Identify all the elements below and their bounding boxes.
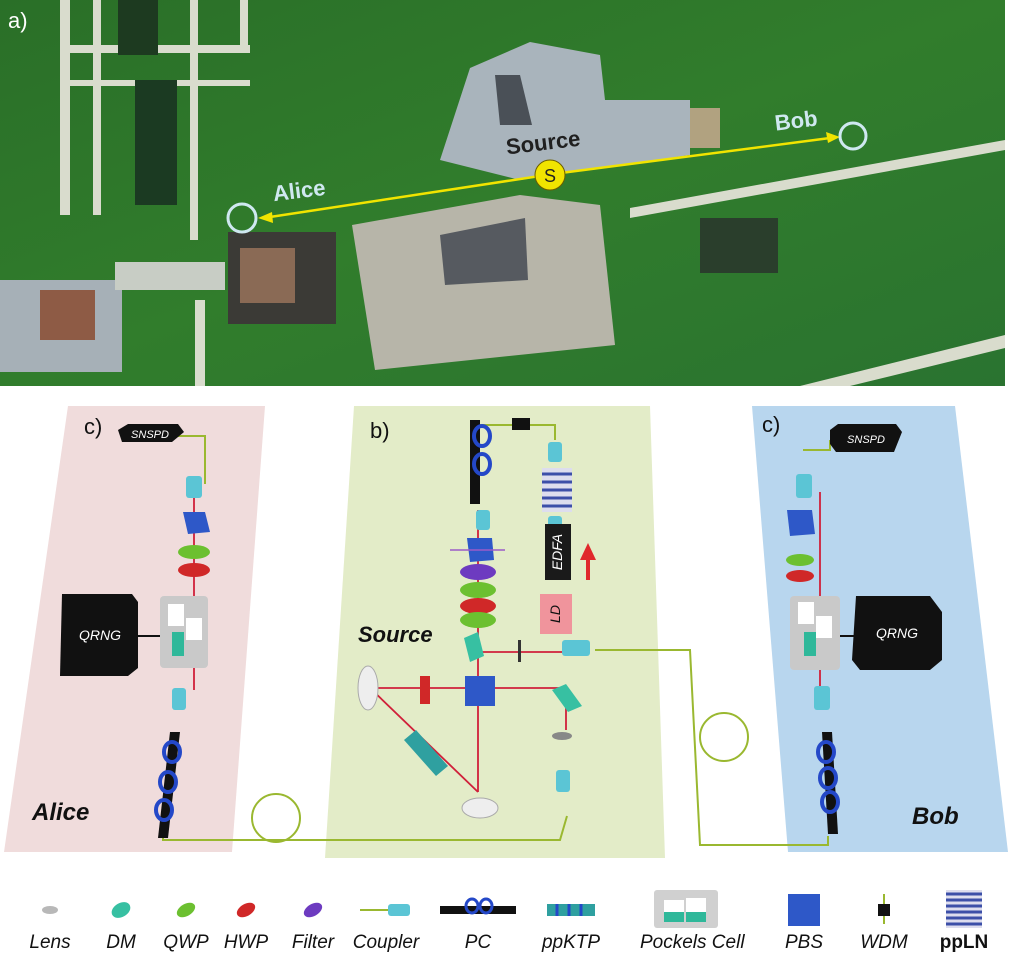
panel-c-left-tag: c) <box>84 414 102 439</box>
source-optics <box>357 418 596 819</box>
source-to-alice-link <box>269 172 554 219</box>
legend-label: HWP <box>223 932 269 953</box>
legend-label: ppLN <box>939 932 989 953</box>
source-location-marker <box>534 159 566 191</box>
panel-c-right-tag: c) <box>762 412 780 437</box>
legend-item: Coupler <box>340 888 432 964</box>
legend-item: ppKTP <box>525 888 617 964</box>
edfa-label: EDFA <box>549 534 565 570</box>
legend-item: QWP <box>140 888 232 964</box>
legend-label: ppKTP <box>541 932 601 953</box>
legend-item: Pockels Cell <box>640 888 745 964</box>
half-wave-plate-icon <box>236 902 256 918</box>
optical-setup: b) c) c) SNSPD SNSPD QRNG QRNG EDFA LD S… <box>4 406 1008 858</box>
legend-item: PC <box>432 888 524 964</box>
pond <box>700 218 778 273</box>
legend-item: HWP <box>200 888 292 964</box>
alice-arrowhead <box>258 212 273 223</box>
bob-location-ring <box>838 121 868 151</box>
quarter-wave-plate-icon <box>176 902 196 918</box>
legend-item: PBS <box>758 888 850 964</box>
legend-item: DM <box>75 888 167 964</box>
panel-b-tag: b) <box>370 418 390 443</box>
legend-label: WDM <box>860 932 908 953</box>
alice-qrng-label: QRNG <box>79 627 121 643</box>
legend-label: Lens <box>29 932 71 953</box>
filter-icon <box>303 902 323 918</box>
legend-item: Lens <box>4 888 96 964</box>
pockels-cell-icon <box>654 890 718 928</box>
alice-title: Alice <box>31 799 89 826</box>
dichroic-mirror-icon <box>111 902 131 918</box>
legend-item: ppLN <box>918 888 1010 964</box>
coupler-icon <box>360 904 410 916</box>
legend-label: PBS <box>784 932 824 953</box>
wdm-icon <box>878 894 890 924</box>
legend-label: QWP <box>163 932 209 953</box>
alice-detector-label: SNSPD <box>131 429 169 441</box>
legend-label: Coupler <box>352 932 420 953</box>
legend-label: Pockels Cell <box>640 932 745 953</box>
source-marker-letter: S <box>544 166 556 186</box>
ppln-crystal-icon <box>946 890 982 928</box>
bob-qrng-label: QRNG <box>876 625 918 641</box>
aerial-map: S Source Alice Bob a) <box>0 0 1005 386</box>
pond <box>118 0 158 55</box>
buildings <box>0 42 720 372</box>
bob-detector-label: SNSPD <box>847 434 885 446</box>
bob-arrowhead <box>826 132 840 143</box>
legend-item: WDM <box>838 888 930 964</box>
ppktp-crystal-icon <box>547 904 595 916</box>
legend-item: Filter <box>267 888 359 964</box>
bob-map-label: Bob <box>773 106 818 136</box>
bob-title: Bob <box>912 803 959 830</box>
bob-optics <box>786 424 942 834</box>
polarization-controller-icon <box>440 897 516 915</box>
ld-label: LD <box>547 605 563 623</box>
source-title: Source <box>358 622 433 647</box>
legend-label: DM <box>106 932 136 953</box>
panel-a-tag: a) <box>8 8 28 33</box>
legend-label: Filter <box>291 932 335 953</box>
source-to-bob-link <box>552 136 831 176</box>
legend-label: PC <box>464 932 492 953</box>
ppln-crystal <box>542 468 572 512</box>
alice-optics <box>60 424 210 838</box>
lens-icon <box>42 906 58 914</box>
pbs-cube-icon <box>788 894 820 926</box>
alice-location-ring <box>226 202 258 234</box>
pond <box>135 80 177 205</box>
